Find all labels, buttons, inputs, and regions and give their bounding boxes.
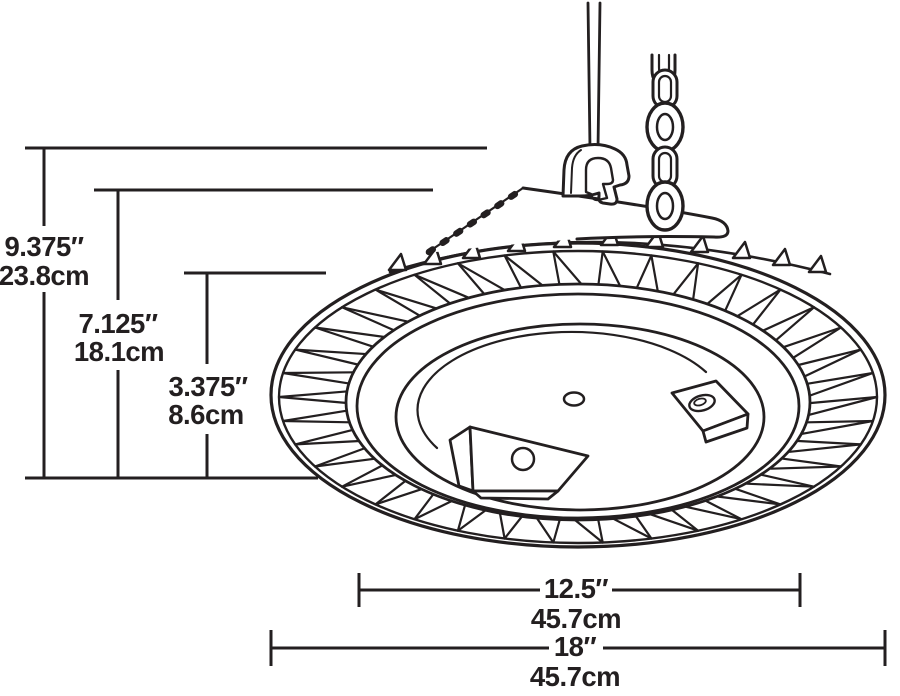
dim-body-height-in: 7.125″ <box>79 308 158 339</box>
dim-overall-height: 9.375″ 23.8cm <box>0 148 90 478</box>
dim-lens-diameter-cm: 45.7cm <box>531 603 621 634</box>
dim-body-height: 7.125″ 18.1cm <box>74 190 165 478</box>
dim-lens-diameter: 12.5″ 45.7cm <box>357 573 802 634</box>
dim-lens-depth-cm: 8.6cm <box>168 399 243 430</box>
extension-lines <box>25 146 487 480</box>
chain-icon <box>645 53 685 232</box>
suspension-cable-icon <box>586 1 602 151</box>
mounting-plate <box>425 186 730 256</box>
dim-overall-diameter: 18″ 45.7cm <box>269 630 887 692</box>
dim-overall-diameter-cm: 45.7cm <box>530 661 620 692</box>
dim-overall-height-in: 9.375″ <box>5 231 84 262</box>
dim-overall-diameter-in: 18″ <box>554 631 597 662</box>
dim-body-height-cm: 18.1cm <box>74 336 164 367</box>
dim-lens-depth-in: 3.375″ <box>169 371 248 402</box>
dim-lens-diameter-in: 12.5″ <box>544 573 609 604</box>
fixture-drawing <box>269 1 887 549</box>
hook-icon <box>561 143 631 206</box>
lens-assembly <box>344 282 812 522</box>
lens-bracket-left <box>448 425 590 501</box>
bracket-hole <box>510 446 536 472</box>
dim-lens-depth: 3.375″ 8.6cm <box>168 273 248 478</box>
center-hole <box>562 391 586 407</box>
lens-face-arc <box>416 330 708 450</box>
bracket-hole <box>688 393 716 413</box>
heatsink-fins <box>277 250 879 544</box>
dim-overall-height-cm: 23.8cm <box>0 260 89 291</box>
lens-inner-ring <box>394 322 766 512</box>
dimension-annotations: 9.375″ 23.8cm 7.125″ 18.1cm 3.375″ 8.6cm… <box>0 146 887 692</box>
lens-bracket-right <box>670 379 750 444</box>
